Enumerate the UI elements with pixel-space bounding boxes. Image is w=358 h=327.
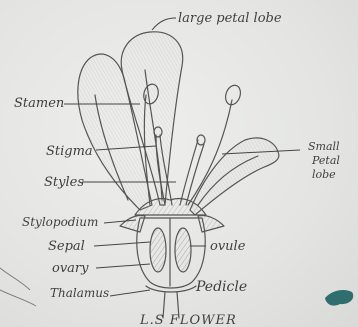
label-sepal: Sepal: [48, 239, 85, 254]
ovary-wall: [137, 218, 205, 288]
label-styles: Styles: [44, 175, 84, 190]
label-ovary: ovary: [52, 261, 89, 276]
label-stigma: Stigma: [46, 144, 93, 159]
ovule-left: [150, 228, 166, 272]
label-large-petal-lobe: large petal lobe: [178, 11, 282, 26]
left-margin-doodle: [0, 268, 36, 306]
ink-blot: [325, 290, 353, 306]
label-ovule: ovule: [210, 239, 246, 254]
label-small-petal-lobe-2: Petal: [311, 154, 340, 167]
label-thalamus: Thalamus: [50, 286, 109, 300]
ovule-right: [175, 228, 191, 272]
label-stamen: Stamen: [14, 96, 64, 111]
label-small-petal-lobe-1: Small: [308, 140, 340, 153]
label-pedicle: Pedicle: [195, 279, 247, 295]
anther-right: [223, 83, 243, 107]
label-small-petal-lobe-3: lobe: [312, 168, 336, 181]
thalamus: [146, 286, 196, 292]
small-petal-lobe: [190, 138, 279, 215]
caption: L.S FLOWER: [139, 313, 237, 327]
label-stylopodium: Stylopodium: [22, 215, 98, 229]
